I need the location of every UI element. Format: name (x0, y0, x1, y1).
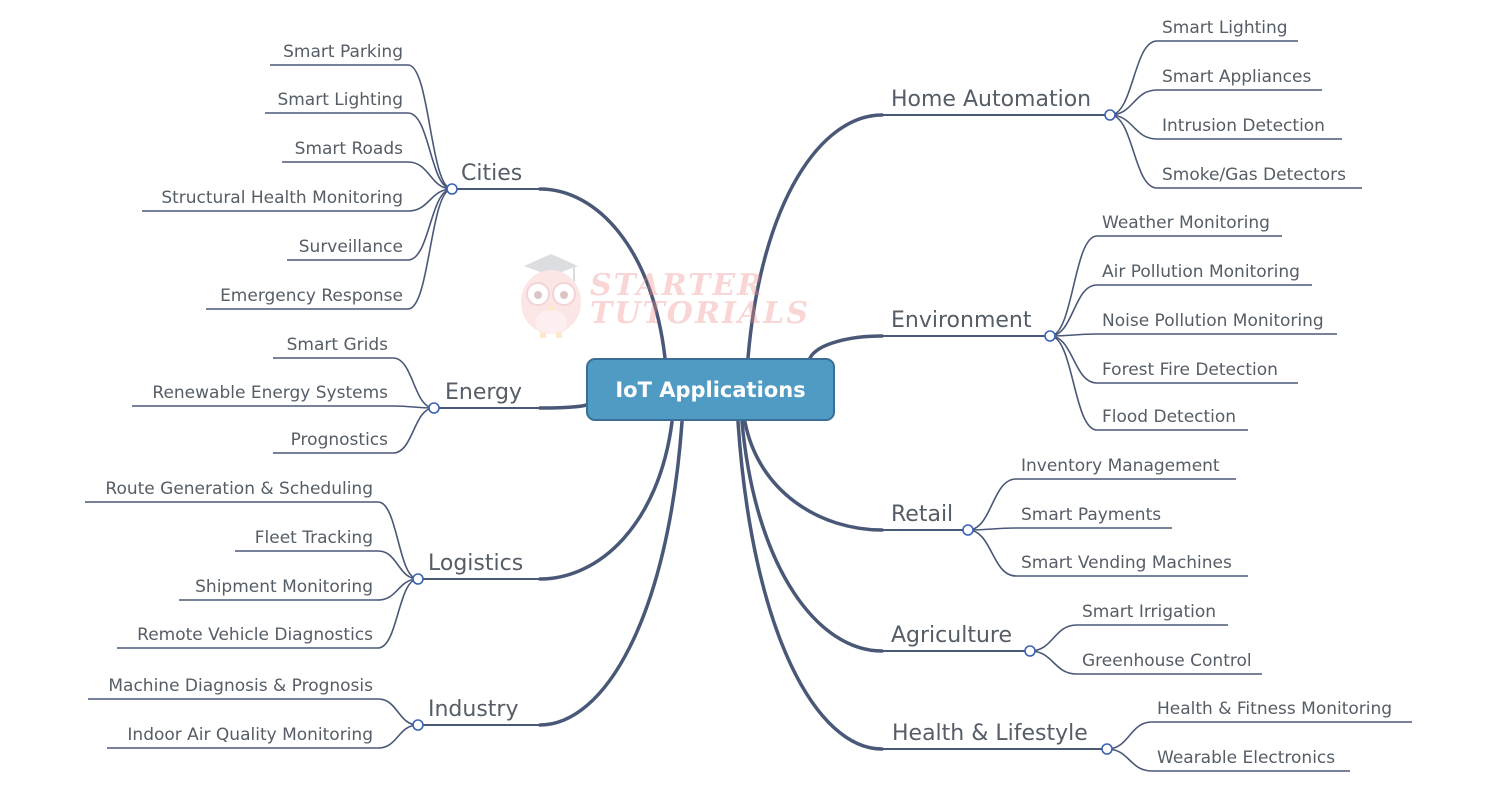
leaf-connector-home-automation-smart-lighting (1109, 40, 1158, 116)
connector-energy (538, 403, 588, 410)
collapse-toggle-environment[interactable] (1044, 330, 1056, 342)
leaf-industry-indoor-air-quality-monitoring[interactable]: Indoor Air Quality Monitoring (127, 725, 373, 745)
leaf-connector-energy-smart-grids (392, 357, 435, 409)
leaf-cities-structural-health-monitoring[interactable]: Structural Health Monitoring (161, 188, 403, 208)
leaf-connector-cities-smart-lighting (407, 112, 453, 190)
collapse-toggle-home-automation[interactable] (1104, 109, 1116, 121)
branch-logistics[interactable]: Logistics (428, 551, 523, 576)
leaf-connector-health-and-lifestyle-health-and-fitness-monitoring (1106, 721, 1153, 750)
leaf-environment-weather-monitoring[interactable]: Weather Monitoring (1102, 213, 1270, 233)
branch-environment[interactable]: Environment (891, 308, 1032, 333)
leaf-energy-prognostics[interactable]: Prognostics (291, 430, 389, 450)
leaf-connector-cities-emergency-response (407, 188, 453, 310)
leaf-home-automation-intrusion-detection[interactable]: Intrusion Detection (1162, 116, 1325, 136)
watermark-line-2: TUTORIALS (590, 296, 810, 331)
leaf-connector-energy-prognostics (392, 407, 435, 454)
connector-retail (743, 420, 884, 532)
center-topic[interactable]: IoT Applications (586, 358, 835, 421)
leaf-logistics-remote-vehicle-diagnostics[interactable]: Remote Vehicle Diagnostics (137, 625, 373, 645)
connector-health-and-lifestyle (736, 420, 884, 751)
branch-agriculture[interactable]: Agriculture (891, 623, 1012, 648)
leaf-connector-logistics-fleet-tracking (377, 550, 419, 580)
branch-cities[interactable]: Cities (461, 161, 522, 186)
leaf-home-automation-smart-lighting[interactable]: Smart Lighting (1162, 18, 1288, 38)
leaf-connector-agriculture-smart-irrigation (1029, 624, 1078, 652)
leaf-connector-logistics-remote-vehicle-diagnostics (377, 578, 419, 649)
leaf-retail-inventory-management[interactable]: Inventory Management (1021, 456, 1220, 476)
connector-agriculture (740, 420, 884, 653)
leaf-environment-noise-pollution-monitoring[interactable]: Noise Pollution Monitoring (1102, 311, 1324, 331)
leaf-cities-smart-lighting[interactable]: Smart Lighting (277, 90, 403, 110)
leaf-connector-logistics-route-generation-and-scheduling (377, 501, 419, 580)
leaf-connector-retail-smart-vending-machines (967, 529, 1017, 577)
connector-cities (538, 187, 667, 360)
branch-home-automation[interactable]: Home Automation (891, 87, 1091, 112)
owl-mascot-icon (521, 254, 581, 338)
leaf-cities-emergency-response[interactable]: Emergency Response (220, 286, 403, 306)
leaf-agriculture-smart-irrigation[interactable]: Smart Irrigation (1082, 602, 1216, 622)
leaf-retail-smart-vending-machines[interactable]: Smart Vending Machines (1021, 553, 1232, 573)
leaf-connector-health-and-lifestyle-wearable-electronics (1106, 748, 1153, 772)
leaf-home-automation-smoke-gas-detectors[interactable]: Smoke/Gas Detectors (1162, 165, 1346, 185)
leaf-cities-surveillance[interactable]: Surveillance (299, 237, 403, 257)
collapse-toggle-retail[interactable] (962, 524, 974, 536)
connector-home-automation (746, 113, 884, 360)
leaf-health-and-lifestyle-wearable-electronics[interactable]: Wearable Electronics (1157, 748, 1335, 768)
leaf-environment-air-pollution-monitoring[interactable]: Air Pollution Monitoring (1102, 262, 1300, 282)
leaf-connector-cities-surveillance (407, 188, 453, 261)
connector-environment (808, 334, 884, 360)
leaf-home-automation-smart-appliances[interactable]: Smart Appliances (1162, 67, 1311, 87)
leaf-connector-environment-forest-fire-detection (1049, 335, 1098, 384)
leaf-energy-smart-grids[interactable]: Smart Grids (287, 335, 389, 355)
leaf-logistics-fleet-tracking[interactable]: Fleet Tracking (255, 528, 373, 548)
leaf-connector-home-automation-smoke-gas-detectors (1109, 114, 1158, 189)
branch-energy[interactable]: Energy (445, 380, 522, 405)
leaf-logistics-route-generation-and-scheduling[interactable]: Route Generation & Scheduling (105, 479, 373, 499)
leaf-logistics-shipment-monitoring[interactable]: Shipment Monitoring (195, 577, 373, 597)
collapse-toggle-health-and-lifestyle[interactable] (1101, 743, 1113, 755)
branch-retail[interactable]: Retail (891, 502, 953, 527)
leaf-energy-renewable-energy-systems[interactable]: Renewable Energy Systems (152, 383, 388, 403)
leaf-connector-cities-smart-parking (407, 64, 453, 190)
collapse-toggle-energy[interactable] (428, 402, 440, 414)
leaf-connector-home-automation-intrusion-detection (1109, 114, 1158, 140)
watermark-text: STARTER TUTORIALS (590, 268, 810, 331)
leaf-retail-smart-payments[interactable]: Smart Payments (1021, 505, 1161, 525)
leaf-connector-retail-inventory-management (967, 478, 1017, 531)
leaf-connector-home-automation-smart-appliances (1109, 89, 1158, 116)
collapse-toggle-industry[interactable] (412, 719, 424, 731)
leaf-connector-environment-weather-monitoring (1049, 235, 1098, 337)
leaf-environment-forest-fire-detection[interactable]: Forest Fire Detection (1102, 360, 1278, 380)
branch-health-and-lifestyle[interactable]: Health & Lifestyle (892, 721, 1088, 746)
connector-industry (538, 420, 684, 727)
leaf-agriculture-greenhouse-control[interactable]: Greenhouse Control (1082, 651, 1252, 671)
leaf-connector-environment-air-pollution-monitoring (1049, 284, 1098, 337)
connector-layer (85, 40, 1412, 772)
connector-logistics (538, 420, 674, 581)
leaf-health-and-lifestyle-health-and-fitness-monitoring[interactable]: Health & Fitness Monitoring (1157, 699, 1392, 719)
collapse-toggle-logistics[interactable] (412, 573, 424, 585)
center-topic-label: IoT Applications (615, 377, 806, 402)
leaf-cities-smart-roads[interactable]: Smart Roads (295, 139, 403, 159)
leaf-cities-smart-parking[interactable]: Smart Parking (283, 42, 403, 62)
watermark-line-1: STARTER (590, 268, 765, 303)
leaf-connector-environment-flood-detection (1049, 335, 1098, 431)
collapse-toggle-agriculture[interactable] (1024, 645, 1036, 657)
leaf-connector-industry-machine-diagnosis-and-prognosis (377, 698, 419, 726)
collapse-toggle-cities[interactable] (446, 183, 458, 195)
leaf-connector-agriculture-greenhouse-control (1029, 650, 1078, 675)
leaf-connector-industry-indoor-air-quality-monitoring (377, 724, 419, 749)
branch-industry[interactable]: Industry (428, 697, 519, 722)
leaf-environment-flood-detection[interactable]: Flood Detection (1102, 407, 1236, 427)
leaf-industry-machine-diagnosis-and-prognosis[interactable]: Machine Diagnosis & Prognosis (108, 676, 373, 696)
